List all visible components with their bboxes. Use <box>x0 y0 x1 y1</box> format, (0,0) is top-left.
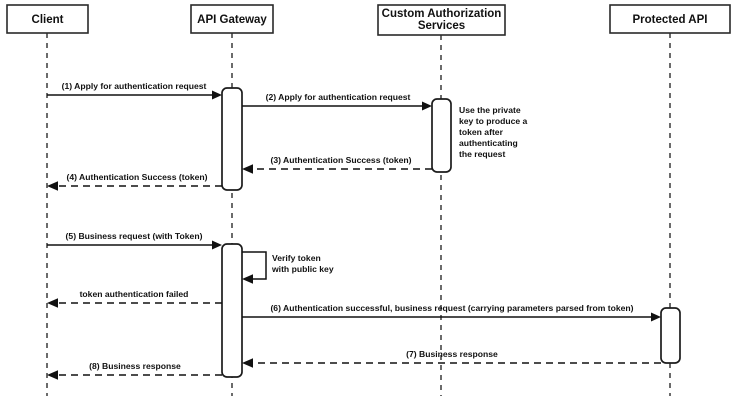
participant-gateway[interactable]: API Gateway <box>190 4 274 34</box>
message-4[interactable]: (4) Authentication Success (token) <box>47 172 222 191</box>
message-7-label: (7) Business response <box>406 349 498 359</box>
message-8-arrowhead <box>47 370 58 380</box>
message-6[interactable]: (6) Authentication successful, business … <box>242 303 661 322</box>
activation-gateway-1 <box>221 87 243 191</box>
message-3[interactable]: (3) Authentication Success (token) <box>242 155 432 174</box>
participant-label-api: Protected API <box>633 14 708 26</box>
message-1[interactable]: (1) Apply for authentication request <box>47 81 222 100</box>
message-3-arrowhead <box>242 164 253 174</box>
participant-headers-group: Client API Gateway Custom Authorization … <box>6 4 731 36</box>
participant-box-auth[interactable] <box>377 4 506 36</box>
activation-api-1 <box>660 307 681 364</box>
message-4-label: (4) Authentication Success (token) <box>66 172 207 182</box>
message-5[interactable]: (5) Business request (with Token) <box>47 231 222 250</box>
message-2-arrowhead <box>422 101 432 111</box>
note-private-key-line-3: token after <box>459 127 504 137</box>
activation-auth-1 <box>431 98 452 173</box>
note-private-key-line-2: key to produce a <box>459 116 528 126</box>
message-2[interactable]: (2) Apply for authentication request <box>242 92 432 111</box>
message-3-label: (3) Authentication Success (token) <box>270 155 411 165</box>
note-private-key-line-4: authenticating <box>459 138 518 148</box>
self-message-verify-token-label-line1: Verify token <box>272 253 321 263</box>
message-2-label: (2) Apply for authentication request <box>266 92 411 102</box>
participant-label-auth-line1: Custom Authorization <box>382 8 502 20</box>
note-private-key-line-1: Use the private <box>459 105 521 115</box>
participant-box-api[interactable] <box>609 4 731 34</box>
participant-client[interactable]: Client <box>6 4 89 34</box>
participant-box-client[interactable] <box>6 4 89 34</box>
message-1-label: (1) Apply for authentication request <box>62 81 207 91</box>
message-6-label: (6) Authentication successful, business … <box>270 303 633 313</box>
participant-label-client: Client <box>32 14 64 26</box>
self-message-verify-token[interactable]: Verify token with public key <box>242 251 334 284</box>
self-message-verify-token-arrowhead <box>242 274 253 284</box>
participant-api[interactable]: Protected API <box>609 4 731 34</box>
message-token-auth-failed-arrowhead <box>47 298 58 308</box>
message-8[interactable]: (8) Business response <box>47 361 222 380</box>
participant-label-gateway: API Gateway <box>197 14 267 26</box>
message-7-arrowhead <box>242 358 253 368</box>
message-5-label: (5) Business request (with Token) <box>66 231 203 241</box>
message-8-label: (8) Business response <box>89 361 181 371</box>
participant-box-gateway[interactable] <box>190 4 274 34</box>
message-7[interactable]: (7) Business response <box>242 349 661 368</box>
note-private-key: Use the private key to produce a token a… <box>459 105 528 159</box>
activations-group <box>221 87 681 378</box>
participant-label-auth-line2: Services <box>418 20 465 32</box>
message-token-auth-failed-label: token authentication failed <box>80 289 189 299</box>
message-token-auth-failed[interactable]: token authentication failed <box>47 289 222 308</box>
message-5-arrowhead <box>212 240 222 250</box>
note-private-key-line-5: the request <box>459 149 505 159</box>
self-message-verify-token-label-line2: with public key <box>271 264 334 274</box>
activation-gateway-2 <box>221 243 243 378</box>
message-1-arrowhead <box>212 90 222 100</box>
message-6-arrowhead <box>651 312 661 322</box>
participant-auth[interactable]: Custom Authorization Services <box>377 4 506 36</box>
message-4-arrowhead <box>47 181 58 191</box>
self-message-verify-token-path <box>242 251 267 280</box>
